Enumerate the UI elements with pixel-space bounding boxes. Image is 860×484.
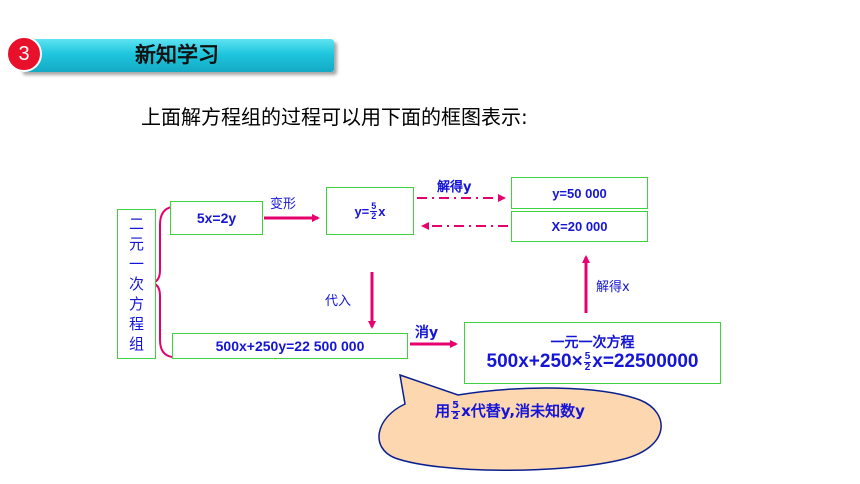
linear-eq-fraction: 5 2 xyxy=(583,350,592,373)
x-result-box: X=20 000 xyxy=(511,211,648,242)
speech-bubble xyxy=(378,373,662,471)
step-badge-icon xyxy=(6,36,42,72)
step-number: 3 xyxy=(18,43,30,65)
linear-eq-box: 一元一次方程 500x+250× 5 2 x=22500000 xyxy=(464,322,721,384)
fraction-denominator: 2 xyxy=(371,210,377,221)
fraction-numerator: 5 xyxy=(370,200,378,212)
linear-eq: 500x+250× 5 2 x=22500000 xyxy=(487,351,699,373)
eq1-box: 5x=2y xyxy=(170,201,263,235)
bubble-suffix: x代替y,消未知数y xyxy=(461,402,585,420)
substitute-label: 代入 xyxy=(325,294,352,309)
fraction-numerator: 5 xyxy=(451,400,461,412)
eq2-box: 500x+250y=22 500 000 xyxy=(172,333,408,359)
intro-text: 上面解方程组的过程可以用下面的框图表示: xyxy=(141,105,528,129)
system-label-char: 元 xyxy=(128,235,144,253)
fraction-denominator: 2 xyxy=(452,411,460,422)
transform-label: 变形 xyxy=(270,197,297,212)
section-title-bar: 新知学习 xyxy=(20,39,334,72)
system-label-char: 二 xyxy=(128,215,144,233)
eliminate-label: 消y xyxy=(415,325,439,341)
solve-x-label: 解得x xyxy=(596,280,630,295)
substituted-eq-suffix: x xyxy=(378,203,386,219)
fraction-denominator: 2 xyxy=(584,361,591,373)
substituted-eq-fraction: 5 2 xyxy=(370,200,378,221)
linear-eq-title: 一元一次方程 xyxy=(550,334,635,350)
linear-eq-prefix: 500x+250× xyxy=(486,351,583,372)
system-label-char: 程 xyxy=(128,315,144,333)
system-label-char: 次 xyxy=(128,275,144,293)
solve-y-label: 解得y xyxy=(437,180,472,195)
section-title: 新知学习 xyxy=(135,43,219,67)
system-label-char: 一 xyxy=(128,255,144,273)
bubble-prefix: 用 xyxy=(435,402,451,420)
y-result-box: y=50 000 xyxy=(511,177,648,209)
substituted-eq-box: y= 5 2 x xyxy=(326,187,414,235)
fraction-numerator: 5 xyxy=(583,350,592,363)
substituted-eq-prefix: y= xyxy=(354,203,370,219)
system-label-char: 组 xyxy=(128,335,144,353)
system-label-char: 方 xyxy=(128,295,144,313)
system-label-box: 二元一次方程组 xyxy=(117,209,156,359)
linear-eq-suffix: x=22500000 xyxy=(592,351,699,372)
